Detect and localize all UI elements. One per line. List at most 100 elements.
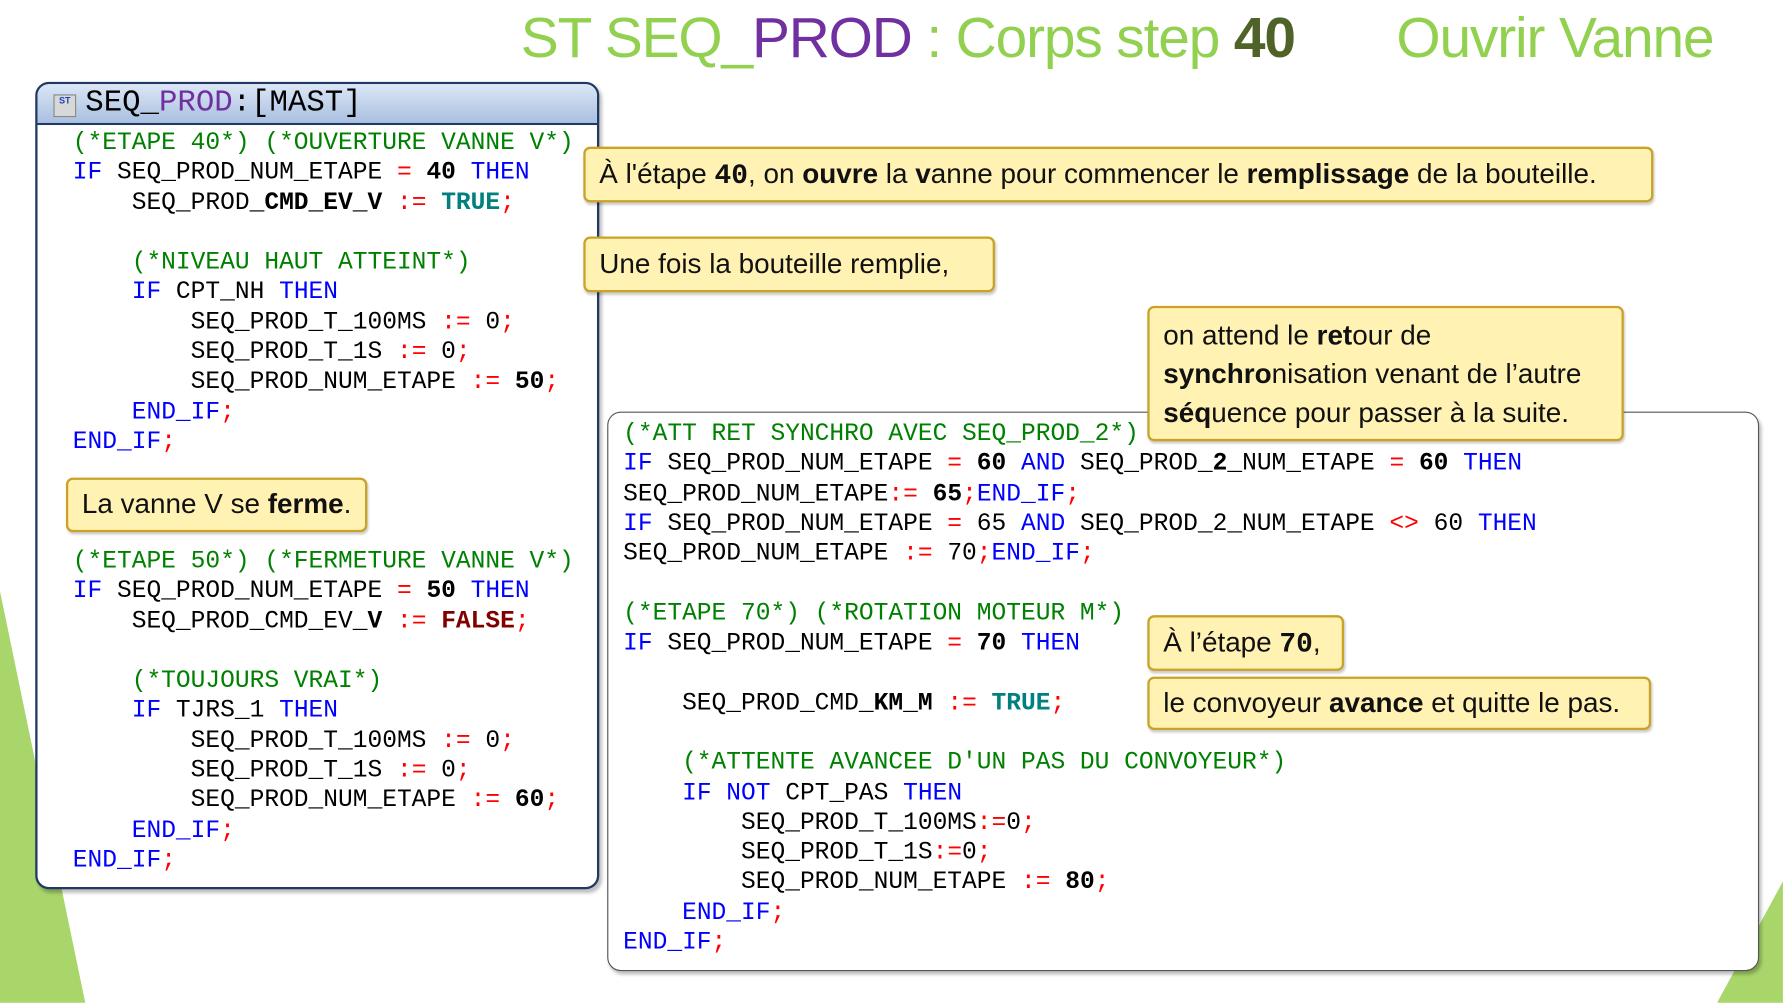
- st-icon: ST: [53, 94, 77, 118]
- code-token: THEN: [470, 159, 530, 187]
- code-token: SEQ_PROD_T_1S: [623, 839, 933, 867]
- code-token: :=: [396, 607, 427, 636]
- code-line: SEQ_PROD_T_1S := 0;: [73, 338, 574, 368]
- code-token: [73, 279, 132, 306]
- code-token: (*ETAPE 70*) (*ROTATION MOTEUR M*): [623, 600, 1125, 628]
- code-token: [1006, 451, 1021, 478]
- code-line: SEQ_PROD_T_1S:=0;: [623, 838, 1537, 868]
- code-token: CMD_EV_V: [264, 189, 383, 217]
- decor-right-triangle: [1717, 881, 1783, 1003]
- code-token: IF: [72, 159, 103, 187]
- code-token: ;: [161, 428, 176, 456]
- code-line: END_IF;: [73, 398, 574, 428]
- code-token: 50: [514, 368, 545, 397]
- code-token: ;: [514, 607, 530, 636]
- code-line: SEQ_PROD_NUM_ETAPE := 80;: [623, 868, 1537, 898]
- code-line: SEQ_PROD_NUM_ETAPE := 60;: [73, 786, 574, 816]
- code-line: (*ATT RET SYNCHRO AVEC SEQ_PROD_2*): [623, 420, 1537, 450]
- code-token: ;: [1094, 869, 1110, 897]
- code-line: SEQ_PROD_T_1S := 0;: [73, 756, 574, 786]
- code-token: SEQ_PROD_: [1065, 450, 1213, 478]
- code-token: SEQ_PROD_T_100MS: [623, 809, 977, 837]
- callout-bottle-filled: Une fois la bouteille remplie,: [583, 236, 995, 293]
- code-token: [426, 189, 441, 216]
- code-token: :=: [396, 338, 427, 367]
- code-line: SEQ_PROD_T_100MS:=0;: [623, 808, 1537, 838]
- code-token: TRUE: [991, 689, 1051, 718]
- code-line: SEQ_PROD_NUM_ETAPE:= 65;END_IF;: [623, 479, 1537, 509]
- code-token: =: [947, 450, 963, 478]
- code-line: SEQ_PROD_T_100MS := 0;: [73, 726, 574, 756]
- code-token: AND: [1021, 450, 1066, 478]
- code-token: [1448, 451, 1463, 478]
- code-token: [500, 787, 515, 814]
- code-line: END_IF;: [73, 428, 574, 458]
- code-token: SEQ_PROD_CMD_: [623, 689, 874, 718]
- code-token: 50: [426, 577, 456, 606]
- code-token: :=: [903, 540, 933, 568]
- code-token: (*ETAPE 50*) (*FERMETURE VANNE V*): [72, 548, 574, 576]
- code-token: SEQ_PROD_NUM_ETAPE: [652, 510, 948, 538]
- code-token: (*TOUJOURS VRAI*): [72, 667, 383, 695]
- code-token: SEQ_PROD_NUM_ETAPE: [652, 450, 948, 478]
- code-line: IF TJRS_1 THEN: [73, 696, 574, 726]
- code-token: 70: [976, 630, 1007, 658]
- code-token: 60: [514, 787, 545, 815]
- code-token: THEN: [470, 577, 530, 606]
- code-token: [426, 608, 441, 635]
- code-line: (*NIVEAU HAUT ATTEINT*): [73, 248, 574, 278]
- code-token: :=: [396, 757, 427, 785]
- code-token: [73, 399, 132, 426]
- code-line: IF SEQ_PROD_NUM_ETAPE = 70 THEN: [623, 629, 1537, 659]
- code-token: (*ATT RET SYNCHRO AVEC SEQ_PROD_2*): [623, 420, 1139, 449]
- code-token: IF NOT: [682, 779, 771, 807]
- code-token: ;: [161, 847, 176, 875]
- code-line: (*ETAPE 70*) (*ROTATION MOTEUR M*): [623, 599, 1537, 629]
- code-token: ;: [1065, 480, 1080, 508]
- code-line: IF SEQ_PROD_NUM_ETAPE = 50 THEN: [73, 577, 574, 607]
- code-token: END_IF: [72, 428, 162, 456]
- code-token: 60: [1418, 510, 1478, 538]
- code-token: [412, 578, 427, 605]
- code-token: :=: [396, 189, 427, 217]
- code-token: END_IF: [131, 398, 221, 427]
- code-line: IF SEQ_PROD_NUM_ETAPE = 65 AND SEQ_PROD_…: [623, 509, 1537, 539]
- code-token: 0: [470, 727, 501, 755]
- code-token: SEQ_PROD_T_100MS: [72, 727, 442, 755]
- code-token: SEQ_PROD_CMD_EV_: [72, 607, 368, 636]
- code-token: ;: [455, 757, 471, 785]
- code-token: END_IF: [131, 817, 221, 845]
- code-token: [456, 578, 471, 605]
- code-token: :=: [470, 368, 501, 397]
- code-token: _NUM_ETAPE: [1227, 450, 1390, 478]
- code-token: ;: [500, 189, 515, 217]
- code-token: THEN: [1021, 630, 1080, 658]
- code-token: ;: [962, 480, 977, 508]
- code-token: IF: [72, 577, 103, 606]
- code-token: V: [367, 607, 383, 636]
- code-token: SEQ_PROD_NUM_ETAPE: [623, 869, 1021, 897]
- code-line: SEQ_PROD_CMD_EV_V := TRUE;: [73, 188, 574, 218]
- code-token: [962, 630, 977, 657]
- code-token: (*ATTENTE AVANCEE D'UN PAS DU CONVOYEUR*…: [623, 749, 1287, 777]
- code-token: ;: [770, 899, 786, 927]
- code-line: IF SEQ_PROD_NUM_ETAPE = 60 AND SEQ_PROD_…: [623, 449, 1537, 479]
- code-token: :=: [947, 689, 977, 718]
- code-token: IF: [131, 697, 162, 725]
- code-token: 0: [426, 338, 456, 367]
- window-title: SEQ_PROD:[MAST]: [85, 86, 362, 121]
- code-token: ;: [544, 368, 560, 397]
- code-token: SEQ_PROD_NUM_ETAPE: [652, 630, 948, 658]
- code-token: TJRS_1: [161, 697, 280, 725]
- code-token: SEQ_PROD_NUM_ETAPE: [623, 540, 904, 568]
- code-line: IF CPT_NH THEN: [73, 278, 574, 308]
- code-token: 0: [1006, 809, 1022, 837]
- code-line: SEQ_PROD_NUM_ETAPE := 70;END_IF;: [623, 539, 1537, 569]
- code-line: IF SEQ_PROD_NUM_ETAPE = 40 THEN: [73, 158, 574, 188]
- code-token: [1006, 630, 1021, 657]
- code-token: ;: [976, 540, 992, 568]
- code-line: END_IF;: [73, 846, 574, 876]
- code-token: [500, 369, 515, 396]
- code-line: [73, 218, 574, 248]
